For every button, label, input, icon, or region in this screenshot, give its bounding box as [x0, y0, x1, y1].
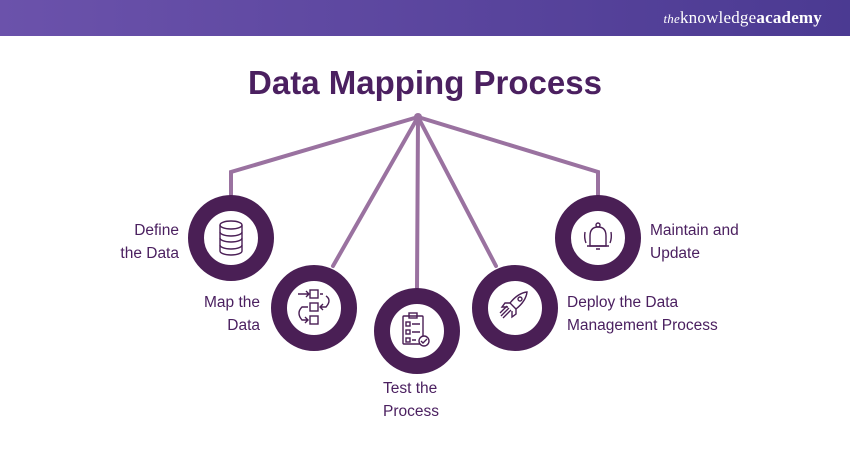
connector-define [229, 115, 420, 198]
ring-maintain [555, 195, 641, 281]
ring-define [188, 195, 274, 281]
connector-deploy [416, 115, 498, 268]
hub-node [414, 113, 422, 121]
connector-map [331, 115, 420, 268]
rocket-icon [499, 291, 528, 319]
connector-maintain [416, 115, 600, 198]
bell-icon [583, 222, 613, 250]
page-title: Data Mapping Process [248, 64, 602, 101]
ring-test [374, 288, 460, 374]
connector-test [415, 115, 420, 290]
ring-map [271, 265, 357, 351]
checklist-icon [402, 312, 430, 347]
logo[interactable]: theknowledgeacademy [663, 8, 822, 27]
header-bar: theknowledgeacademy [0, 0, 850, 36]
flowchart-icon [298, 289, 330, 325]
database-icon [219, 220, 243, 256]
